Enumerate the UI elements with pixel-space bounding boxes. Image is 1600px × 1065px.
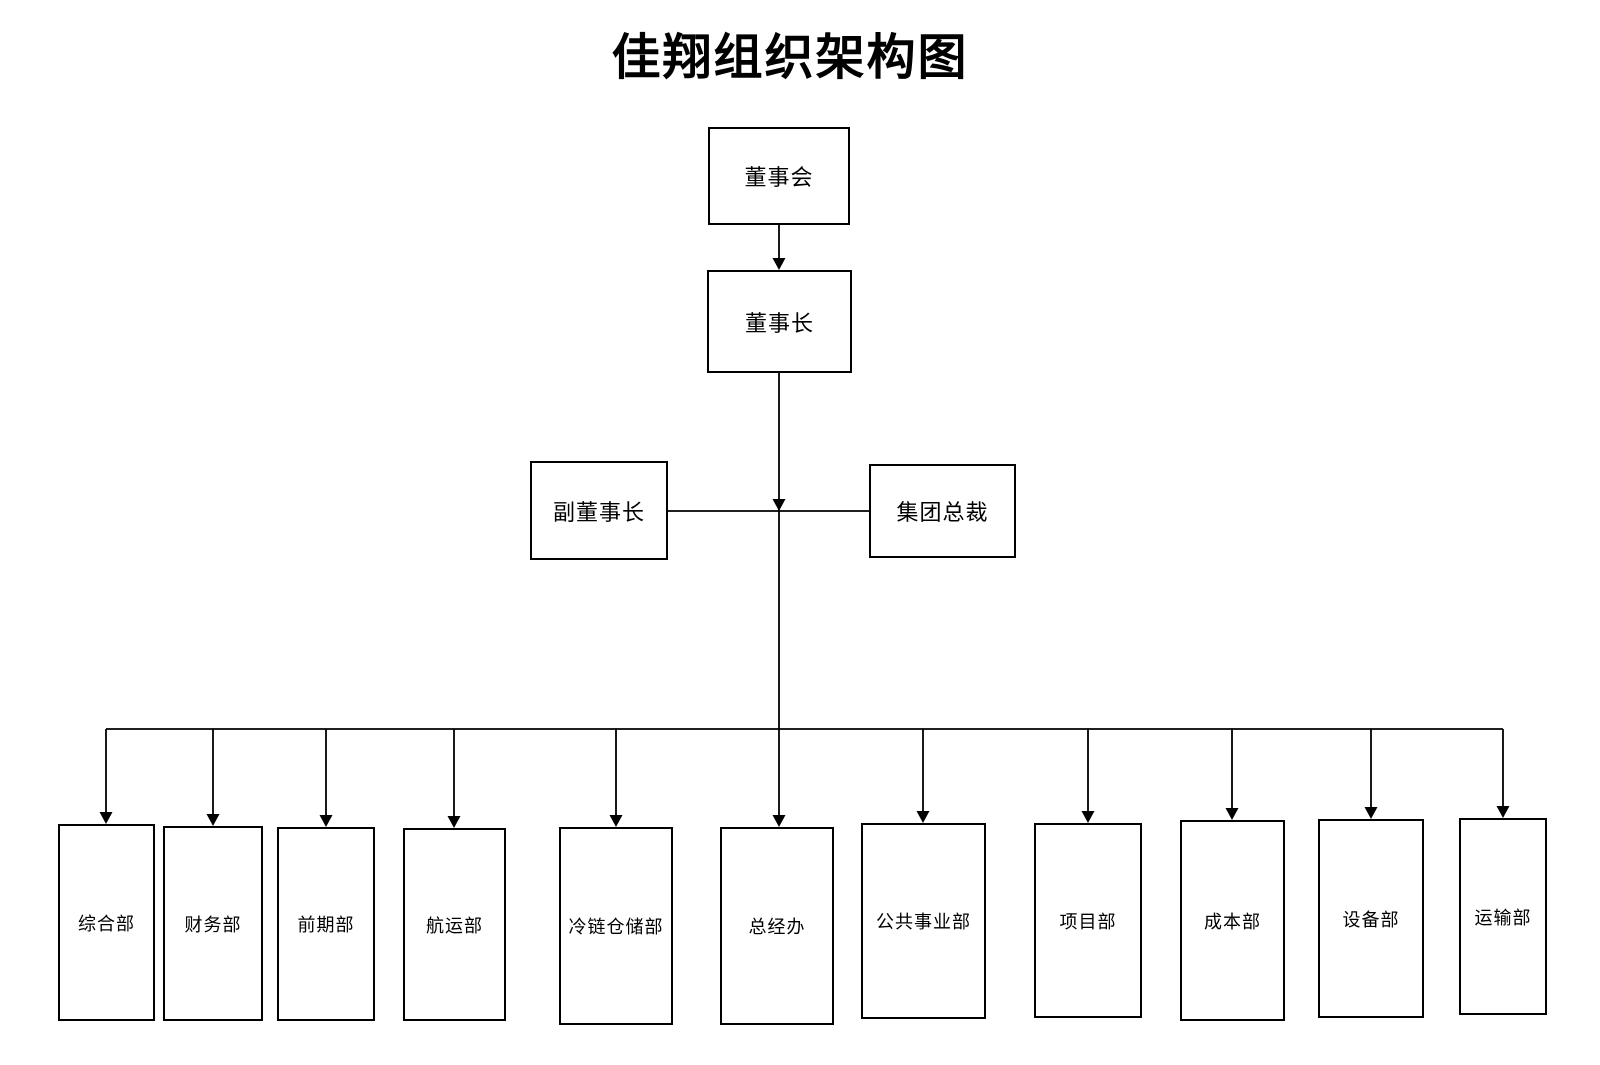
node-chairman: 董事长: [707, 270, 852, 373]
node-dept-preliminary: 前期部: [277, 827, 375, 1021]
edge-drop-public-utilities: [916, 729, 930, 823]
node-dept-finance: 财务部: [163, 826, 263, 1021]
node-dept-transport: 运输部: [1459, 818, 1547, 1015]
node-dept-gm-office: 总经办: [720, 827, 834, 1025]
edge-drop-general: [99, 729, 113, 824]
edge-drop-project: [1081, 729, 1095, 823]
node-board-of-directors: 董事会: [708, 127, 850, 225]
node-dept-project: 项目部: [1034, 823, 1142, 1018]
node-vice-chairman: 副董事长: [530, 461, 668, 560]
edge-drop-transport: [1496, 729, 1510, 818]
edge-drop-cold-chain: [609, 729, 623, 827]
edge-drop-equipment: [1364, 729, 1378, 819]
node-dept-equipment: 设备部: [1318, 819, 1424, 1018]
edge-board-to-chairman: [772, 225, 786, 270]
node-dept-cold-chain-warehousing: 冷链仓储部: [559, 827, 673, 1025]
edge-drop-finance: [206, 729, 220, 826]
edge-drop-shipping: [447, 729, 461, 828]
edge-drop-cost: [1225, 729, 1239, 820]
page-title: 佳翔组织架构图: [611, 30, 969, 85]
node-group-president: 集团总裁: [869, 464, 1016, 558]
node-dept-public-utilities: 公共事业部: [861, 823, 986, 1019]
node-dept-general: 综合部: [58, 824, 155, 1021]
node-dept-cost: 成本部: [1180, 820, 1285, 1021]
edge-chairman-main-line: [772, 373, 786, 827]
node-dept-shipping: 航运部: [403, 828, 506, 1021]
edge-drop-preliminary: [319, 729, 333, 827]
